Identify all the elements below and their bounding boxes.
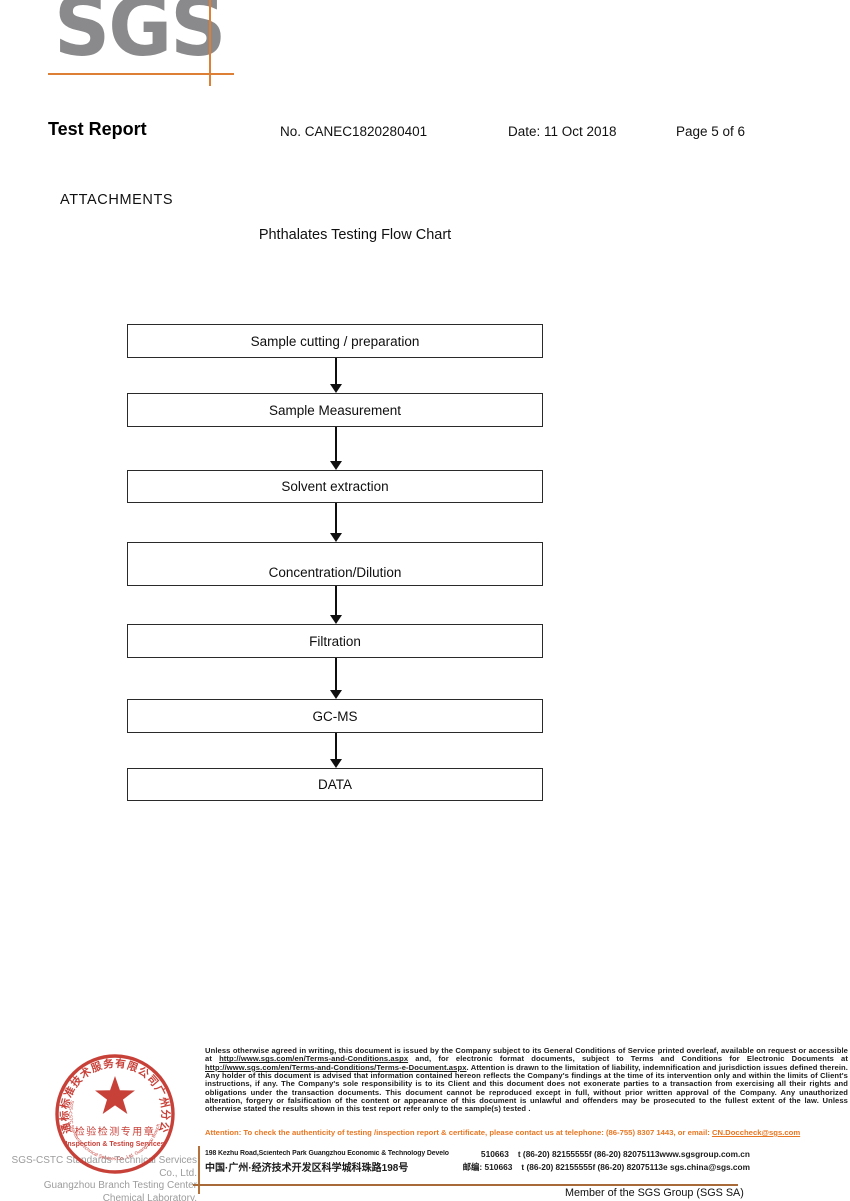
flow-step-1: Sample cutting / preparation (127, 324, 543, 358)
address-row-english: 198 Kezhu Road,Scientech Park Guangzhou … (205, 1147, 750, 1160)
address-english: 198 Kezhu Road,Scientech Park Guangzhou … (205, 1150, 449, 1157)
body-text: and, for electronic format documents, su… (408, 1054, 848, 1064)
sgs-membership-line: Member of the SGS Group (SGS SA) (565, 1187, 744, 1199)
fax: f (86-20) 82075113 (592, 1161, 664, 1172)
address-chinese: 中国·广州·经济技术开发区科学城科珠路198号 (205, 1163, 409, 1174)
body-text: . Attention is drawn to the limitation o… (205, 1062, 848, 1114)
flow-arrow-line (335, 427, 337, 462)
body-text: Unless otherwise agreed in writing, this… (205, 1046, 848, 1064)
address-row-chinese: 中国·广州·经济技术开发区科学城科珠路198号 邮编: 510663 t (86… (205, 1160, 750, 1175)
flow-step-label: Solvent extraction (281, 479, 389, 494)
laboratory-name: SGS-CSTC Standards Technical Services Co… (6, 1155, 197, 1201)
flow-step-7: DATA (127, 768, 543, 801)
flow-arrow-head (330, 384, 342, 393)
stamp-ring (55, 1054, 175, 1174)
flow-step-label: Sample Measurement (268, 402, 402, 418)
star-icon (95, 1076, 135, 1114)
body-text: Attention: To check the authenticity of … (205, 1128, 712, 1137)
legal-disclaimer: Unless otherwise agreed in writing, this… (205, 1046, 848, 1114)
flow-step-2: Sample Measurement (127, 393, 543, 427)
flow-chart-title: Phthalates Testing Flow Chart (258, 227, 452, 243)
flow-arrow-line (335, 733, 337, 760)
stamp-seal-label: 检验检测专用章 (75, 1125, 156, 1138)
laboratory-name-line1: SGS-CSTC Standards Technical Services Co… (11, 1155, 197, 1179)
flow-step-3: Solvent extraction (127, 470, 543, 503)
laboratory-name-line2: Guangzhou Branch Testing Center Chemical… (43, 1180, 197, 1201)
address-block: 198 Kezhu Road,Scientech Park Guangzhou … (205, 1147, 750, 1175)
flow-step-6: GC-MS (127, 699, 543, 733)
flow-arrow-head (330, 461, 342, 470)
flow-arrow-head (330, 759, 342, 768)
fax: f (86-20) 82075113 (588, 1148, 660, 1159)
flow-arrow-line (335, 503, 337, 534)
sgs-logo: SGS (54, 0, 226, 75)
flow-arrow-line (335, 358, 337, 385)
terms-url: http://www.sgs.com/en/Terms-and-Conditio… (219, 1054, 409, 1064)
logo-crosshair-vertical-line (209, 0, 211, 86)
flow-step-4: Concentration/Dilution (127, 542, 543, 586)
logo-crosshair-horizontal-line (48, 73, 234, 75)
flow-arrow-head (330, 533, 342, 542)
flow-step-label: Sample cutting / preparation (250, 333, 420, 349)
inspection-stamp: 通标标准技术服务有限公司广州分公司 SGS-CSTC Standards Tec… (35, 1032, 175, 1174)
doccheck-email: CN.Doccheck@sgs.com (711, 1128, 801, 1137)
flow-arrow-head (330, 690, 342, 699)
website: www.sgsgroup.com.cn (659, 1148, 750, 1159)
email: e sgs.china@sgs.com (663, 1161, 750, 1172)
flow-arrow-head (330, 615, 342, 624)
footer-vertical-rule (198, 1146, 200, 1194)
terms-url: http://www.sgs.com/en/Terms-and-Conditio… (205, 1062, 467, 1072)
telephone: t (86-20) 82155555 (517, 1148, 589, 1159)
flow-step-label: Concentration/Dilution (268, 565, 402, 580)
postal-code: 510663 (480, 1148, 509, 1159)
attachments-heading: ATTACHMENTS (60, 192, 174, 208)
flow-step-label: Filtration (309, 633, 361, 649)
flow-step-label: GC-MS (312, 708, 358, 724)
flow-step-5: Filtration (127, 624, 543, 658)
page-indicator: Page 5 of 6 (676, 124, 746, 139)
flow-step-label: DATA (317, 777, 352, 792)
stamp-seal-sublabel: Inspection & Testing Services (65, 1141, 164, 1148)
telephone: t (86-20) 82155555 (521, 1161, 593, 1172)
report-number: No. CANEC1820280401 (280, 124, 428, 139)
footer-horizontal-rule (193, 1184, 738, 1186)
attention-note: Attention: To check the authenticity of … (205, 1128, 848, 1138)
report-title: Test Report (48, 119, 147, 139)
postal-code-chinese: 邮编: 510663 (462, 1161, 513, 1172)
flow-arrow-line (335, 658, 337, 691)
flow-arrow-line (335, 586, 337, 616)
report-date: Date: 11 Oct 2018 (508, 124, 617, 139)
